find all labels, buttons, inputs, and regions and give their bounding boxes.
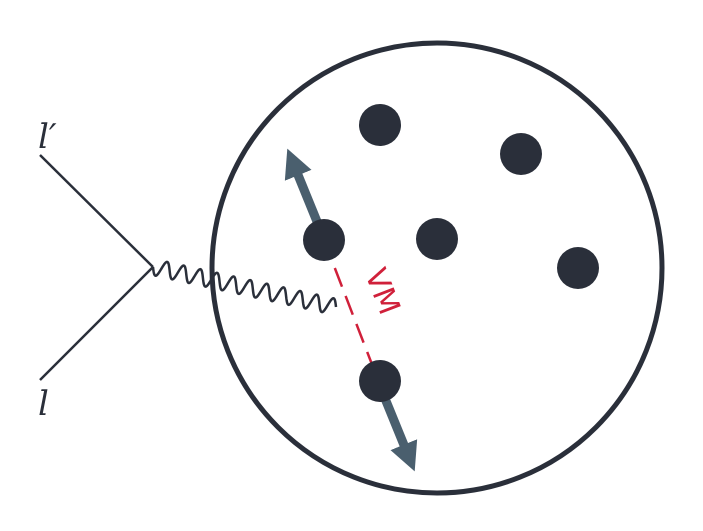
nucleon-6	[359, 360, 401, 402]
nucleus-boundary	[209, 40, 665, 496]
incoming-lepton-label: l	[38, 384, 49, 424]
outgoing-lepton-label: l′	[38, 117, 57, 157]
nucleon-3	[303, 219, 345, 261]
outgoing-lepton-line	[39, 154, 154, 268]
nucleon-4	[416, 218, 458, 260]
nucleon-1	[359, 104, 401, 146]
nucleon-2	[500, 133, 542, 175]
interaction-dashed-line	[322, 239, 380, 381]
nucleon-5	[557, 247, 599, 289]
interaction-label: VM	[357, 264, 406, 320]
incoming-lepton-line	[39, 266, 154, 381]
momentum-arrow-lower	[379, 394, 418, 472]
virtual-photon-wavy-line	[151, 260, 338, 314]
momentum-arrow-upper	[284, 148, 323, 226]
